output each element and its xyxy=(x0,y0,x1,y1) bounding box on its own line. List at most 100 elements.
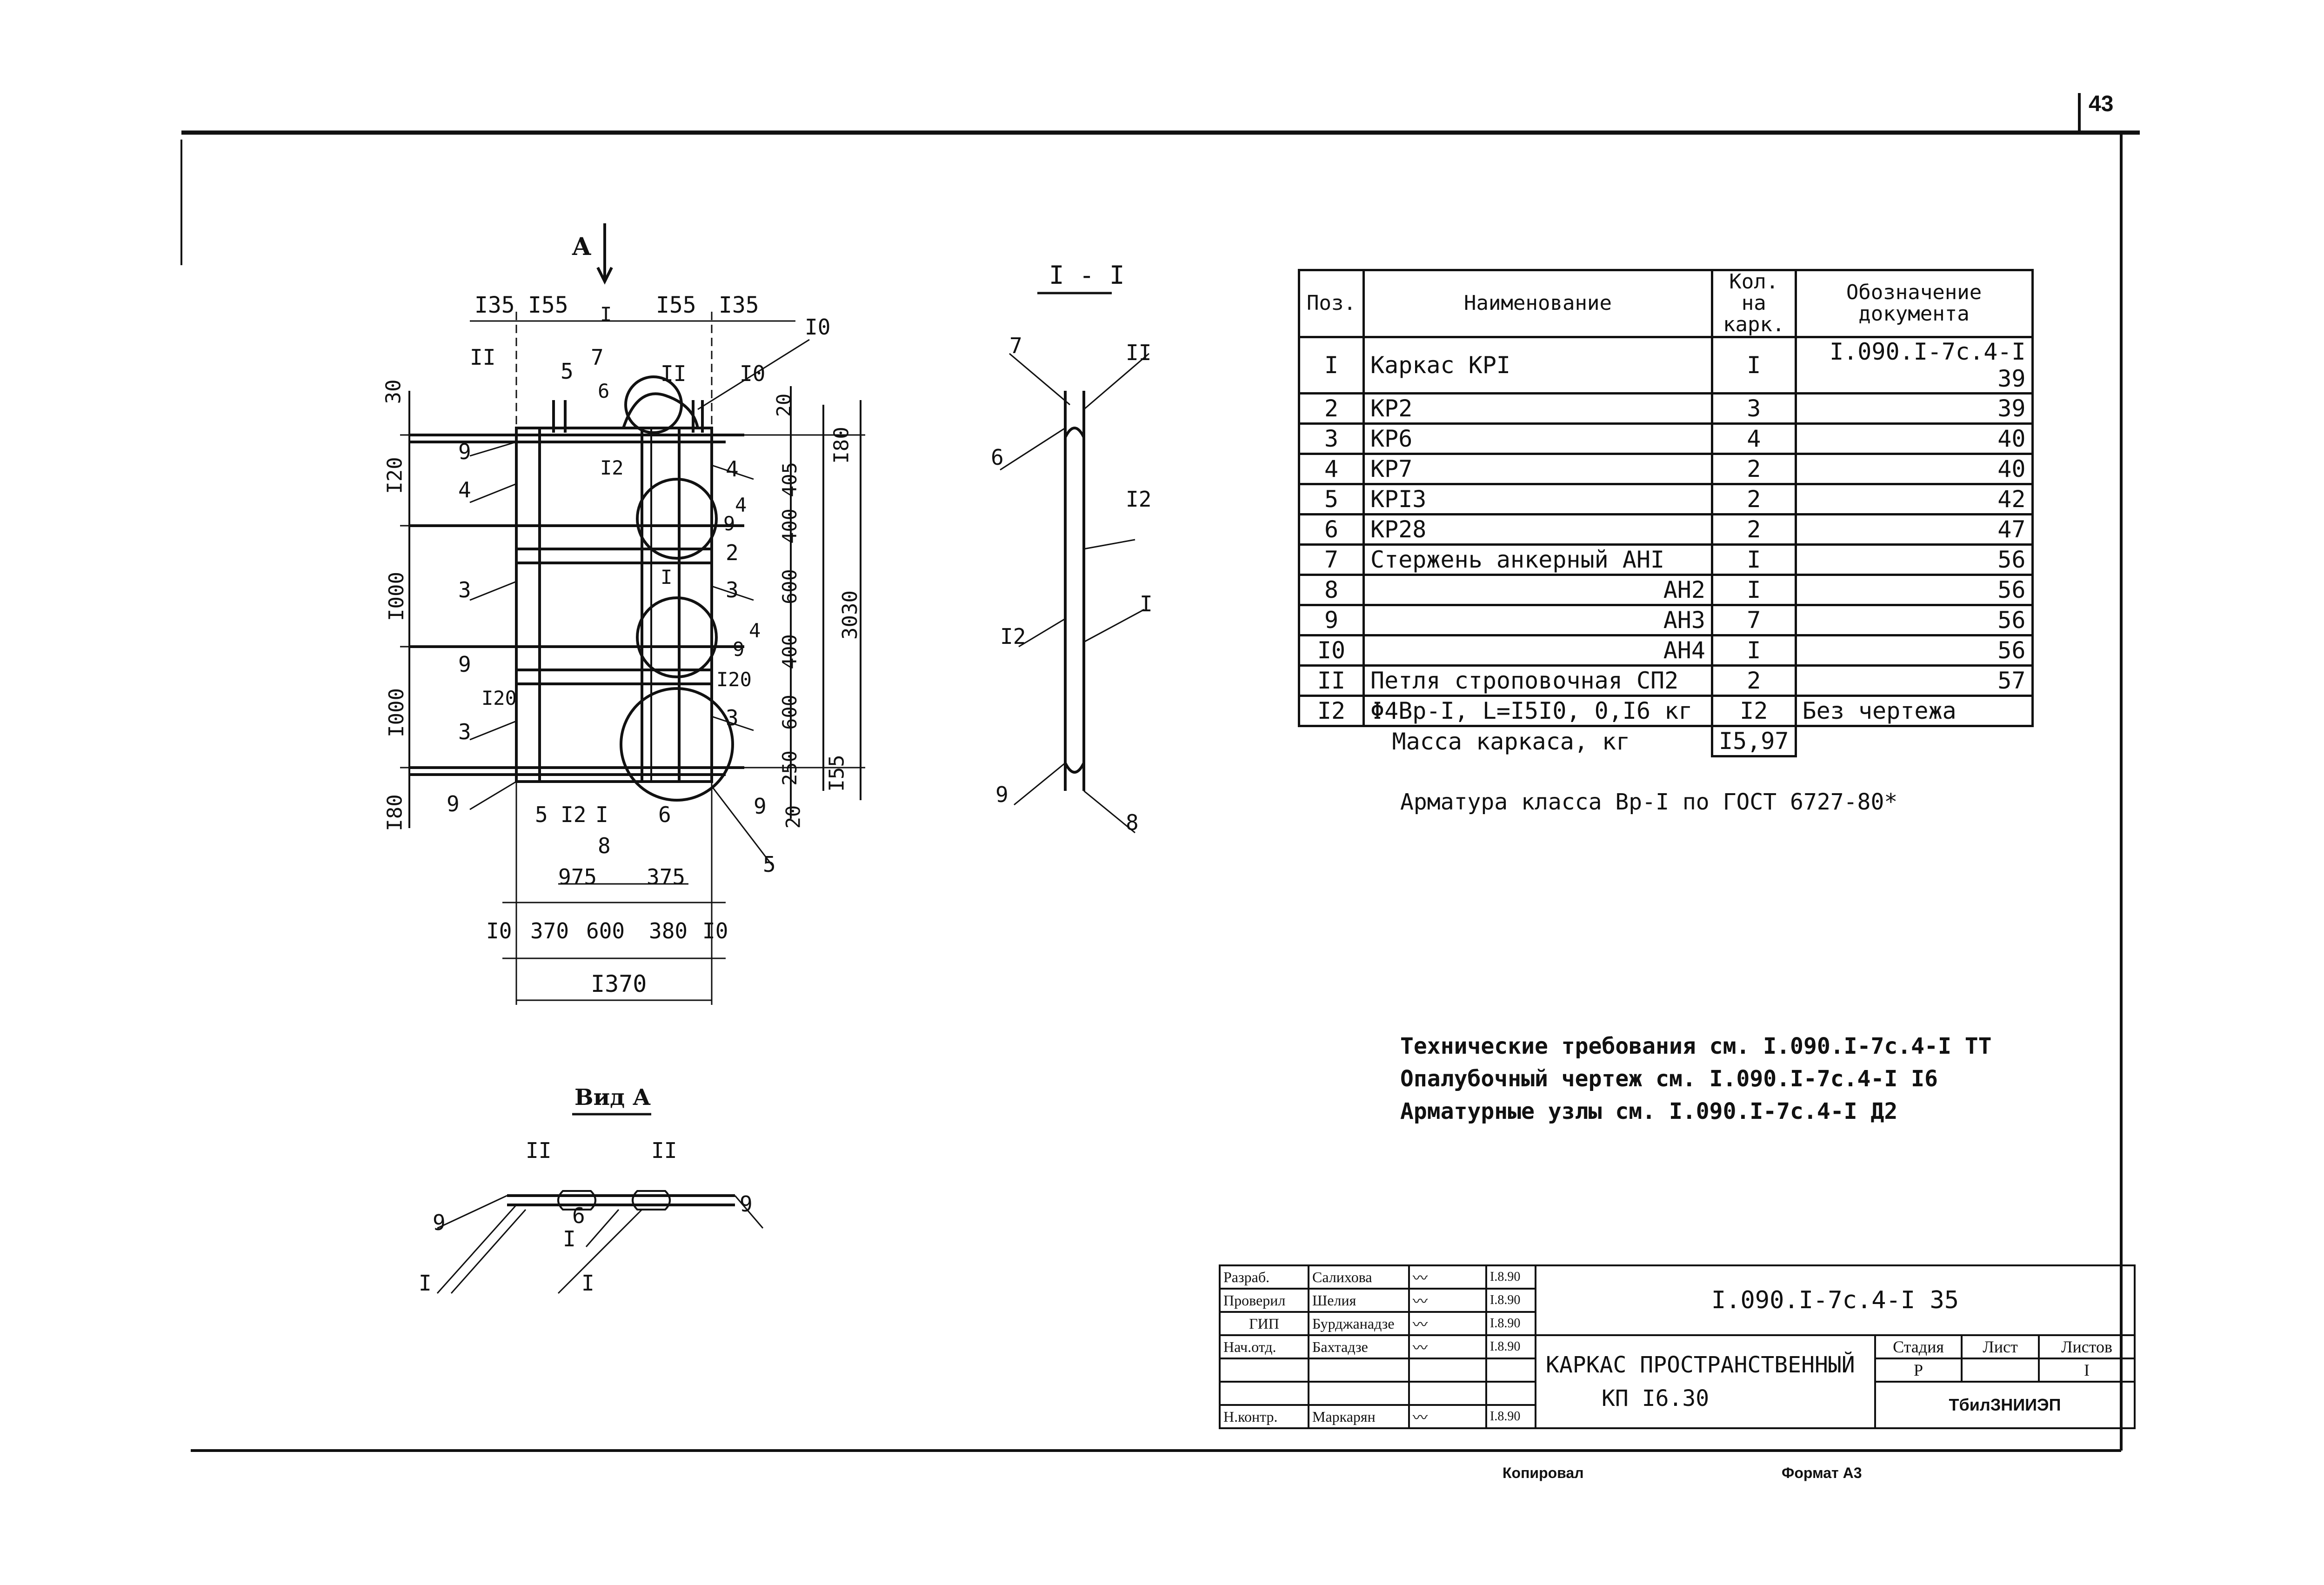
callout-plan: I xyxy=(595,802,608,827)
spec-pos: 3 xyxy=(1298,422,1365,455)
spec-doc: 56 xyxy=(1794,603,2034,636)
dim-bottom2-1: I0 xyxy=(486,918,512,943)
spec-doc: 40 xyxy=(1794,422,2034,455)
spec-name: Петля строповочная СП2 xyxy=(1362,664,1713,697)
dim-bottom2-3: 600 xyxy=(586,918,625,943)
sheets-header: Листов xyxy=(2038,1334,2136,1359)
tb-date: I.8.90 xyxy=(1485,1334,1536,1359)
spec-doc: 56 xyxy=(1794,543,2034,576)
callout-plan: 3 xyxy=(726,705,739,730)
org-name: ТбилЗНИИЭП xyxy=(1874,1381,2136,1429)
dim-bottom-total: I370 xyxy=(591,970,647,997)
callout-plan: 3 xyxy=(726,577,739,602)
callout-section: II xyxy=(1126,340,1152,365)
callout-plan: 9 xyxy=(754,794,767,819)
spec-header-pos: Поз. xyxy=(1298,269,1365,338)
dim-right-col-6: 600 xyxy=(778,695,801,730)
callout-plan: 3 xyxy=(458,719,471,744)
title-block: Разраб. Салихова 〰 I.8.90 I.090.I-7c.4-I… xyxy=(1219,1264,2136,1429)
callout-view-a: 9 xyxy=(433,1210,446,1235)
spec-qty: 4 xyxy=(1711,422,1797,455)
dim-left-5: I80 xyxy=(383,794,407,831)
mass-row: Масса каркаса, кг I5,97 xyxy=(1299,724,2033,757)
spec-name: КР7 xyxy=(1362,452,1713,485)
dim-right-col-3: 400 xyxy=(778,508,801,544)
spec-header-qty: Кол. на карк. xyxy=(1711,269,1797,338)
callout-plan: I xyxy=(661,566,673,589)
title-line-1: КАРКАС ПРОСТРАНСТВЕННЫЙ xyxy=(1546,1352,1855,1378)
spec-qty: I xyxy=(1711,573,1797,606)
callout-plan: 3 xyxy=(458,577,471,602)
callout-plan: 2 xyxy=(726,540,739,565)
dim-right-outer-1: I80 xyxy=(829,427,854,464)
callout-view-a: 6 xyxy=(572,1203,585,1228)
dim-right-col-2: 405 xyxy=(778,462,801,497)
spec-pos: 2 xyxy=(1298,392,1365,425)
callout-section: 7 xyxy=(1009,333,1022,358)
callout-plan: II xyxy=(470,345,496,370)
spec-name: Каркас КРI xyxy=(1362,335,1713,395)
dim-top-2: I55 xyxy=(528,292,568,318)
mass-empty xyxy=(1796,726,2032,756)
tb-role: Н.контр. xyxy=(1219,1404,1309,1429)
footer-copied: Копировал xyxy=(1503,1465,1584,1481)
callout-plan: 4 xyxy=(735,494,747,516)
sheet-title: КАРКАС ПРОСТРАНСТВЕННЫЙ КП I6.30 xyxy=(1535,1334,1876,1429)
spec-qty: I xyxy=(1711,634,1797,667)
callout-view-a: 9 xyxy=(740,1191,753,1217)
callout-plan: 4 xyxy=(726,456,739,482)
signature-empty xyxy=(1408,1381,1487,1406)
spec-pos: I0 xyxy=(1298,634,1365,667)
spec-qty: 2 xyxy=(1711,482,1797,515)
mass-value: I5,97 xyxy=(1711,724,1797,757)
callout-plan: 8 xyxy=(598,833,611,858)
sheet-value xyxy=(1961,1358,2040,1383)
stage-value: Р xyxy=(1874,1358,1963,1383)
callout-plan: 5 xyxy=(763,852,776,877)
dim-left-2: I20 xyxy=(383,457,407,494)
tb-role: ГИП xyxy=(1219,1311,1309,1336)
spec-name: КР6 xyxy=(1362,422,1713,455)
spec-qty: 2 xyxy=(1711,452,1797,485)
callout-section: 6 xyxy=(991,445,1004,470)
callout-plan: 4 xyxy=(458,477,471,502)
table-row: 6 КР28 2 47 xyxy=(1298,513,2034,546)
spec-qty: I2 xyxy=(1711,694,1797,727)
table-row: 2 КР2 3 39 xyxy=(1298,392,2034,425)
callout-plan: 6 xyxy=(598,380,610,402)
callout-view-a: I xyxy=(419,1271,432,1296)
callout-plan: 6 xyxy=(658,802,671,827)
spec-doc: 39 xyxy=(1794,392,2034,425)
tb-name: Бурджанадзе xyxy=(1308,1311,1410,1336)
dim-bottom1-1: 975 xyxy=(558,864,597,889)
dim-top-3: I55 xyxy=(656,292,696,318)
spec-pos: 9 xyxy=(1298,603,1365,636)
dim-right-outer-3: I55 xyxy=(825,755,849,792)
spec-doc: 56 xyxy=(1794,573,2034,606)
spec-name: АН3 xyxy=(1362,603,1713,636)
callout-plan: 4 xyxy=(749,619,761,642)
tb-role: Нач.отд. xyxy=(1219,1334,1309,1359)
dim-bottom2-2: 370 xyxy=(530,918,569,943)
tb-date xyxy=(1485,1358,1536,1383)
callout-plan: 9 xyxy=(458,652,471,677)
spec-pos: II xyxy=(1298,664,1365,697)
callout-plan: 9 xyxy=(458,439,471,464)
signature-icon: 〰 xyxy=(1408,1288,1487,1313)
dim-inner-2: I20 xyxy=(716,668,752,691)
sheet-header: Лист xyxy=(1961,1334,2040,1359)
callout-plan: I2 xyxy=(600,456,624,479)
table-row: 9 АН3 7 56 xyxy=(1298,603,2034,636)
tb-name: Маркарян xyxy=(1308,1404,1410,1429)
dim-inner-1: I20 xyxy=(481,687,517,709)
spec-pos: 8 xyxy=(1298,573,1365,606)
spec-qty: 2 xyxy=(1711,513,1797,546)
spec-name: АН4 xyxy=(1362,634,1713,667)
callout-plan: 5 xyxy=(561,359,574,384)
spec-qty: 2 xyxy=(1711,664,1797,697)
dim-right-col-7: 250 xyxy=(778,750,801,786)
spec-qty: 3 xyxy=(1711,392,1797,425)
callout-view-a: I xyxy=(581,1271,594,1296)
view-a-title: Вид А xyxy=(574,1084,651,1110)
